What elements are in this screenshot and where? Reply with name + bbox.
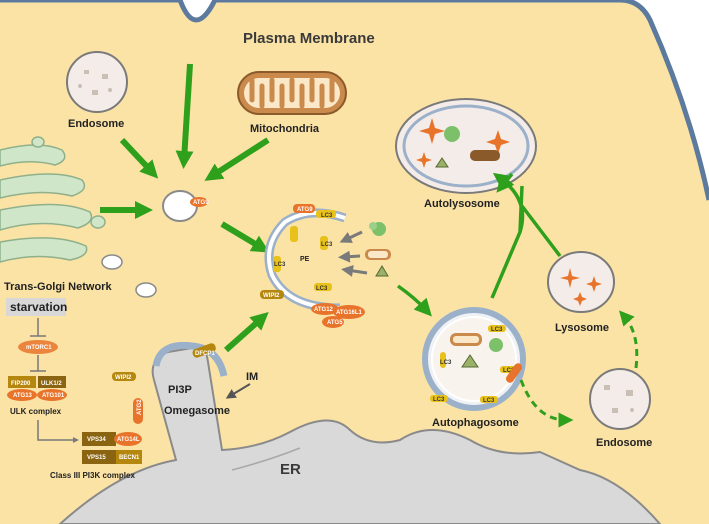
mtorc1-tag: mTORC1 xyxy=(26,345,52,351)
trans-golgi-label: Trans-Golgi Network xyxy=(4,281,112,293)
atg16l1-tag: ATG16L1 xyxy=(336,310,363,316)
starvation-box xyxy=(6,298,66,316)
golgi-stack xyxy=(0,136,106,263)
atg101-tag: ATG101 xyxy=(42,393,65,399)
autophagosome: LC3 LC3 LC3 LC3 LC3 xyxy=(422,307,526,411)
lc3-ap-tag-3: LC3 xyxy=(503,368,515,374)
becn1-tag: BECN1 xyxy=(119,455,140,461)
atg12-tag: ATG12 xyxy=(314,307,334,313)
cargo xyxy=(365,222,391,277)
class3-label: Class III PI3K complex xyxy=(50,471,135,480)
cargo-arrows xyxy=(338,230,368,277)
dfcp1-tag: DFCP1 xyxy=(195,351,215,357)
plasma-membrane-label: Plasma Membrane xyxy=(243,30,375,47)
wipi2-phago-tag: WIPI2 xyxy=(263,293,280,299)
lc3-ap-tag-5: LC3 xyxy=(483,398,495,404)
endosome-right-label: Endosome xyxy=(596,437,652,449)
atg13-tag: ATG13 xyxy=(13,393,33,399)
omegasome-membrane xyxy=(152,341,228,377)
atg9-tag: ATG9 xyxy=(193,200,209,206)
ulk-complex-label: ULK complex xyxy=(10,407,62,416)
fip200-tag: FIP200 xyxy=(11,381,31,387)
er-label: ER xyxy=(280,461,301,478)
lc3-tag-d: LC3 xyxy=(316,286,328,292)
pi3p-label: PI3P xyxy=(168,384,192,396)
pe-label: PE xyxy=(300,256,310,263)
autophagosome-label: Autophagosome xyxy=(432,417,519,429)
lysosome-label: Lysosome xyxy=(555,322,609,334)
small-vesicles xyxy=(101,254,157,298)
starvation-label: starvation xyxy=(10,300,67,314)
autolysosome xyxy=(395,98,537,194)
lc3-ap-tag-2: LC3 xyxy=(491,327,503,333)
endosome-top-label: Endosome xyxy=(68,118,124,130)
autolysosome-label: Autolysosome xyxy=(424,198,500,210)
lc3-tag-b: LC3 xyxy=(274,262,286,268)
atg9-vesicle: ATG9 xyxy=(162,190,209,222)
endoplasmic-reticulum xyxy=(58,346,662,524)
vps15-tag: VPS15 xyxy=(87,455,106,461)
wipi2-low-tag: WIPI2 xyxy=(115,375,132,381)
class3-pi3k-complex: VPS34 ATG14L VPS15 BECN1 xyxy=(82,432,142,464)
mitochondrion xyxy=(237,71,347,115)
lysosome-dashed-arrow xyxy=(619,310,639,369)
atg9-phago-tag: ATG9 xyxy=(297,207,313,213)
plasma-membrane xyxy=(177,0,709,201)
lc3-ap-tag-4: LC3 xyxy=(433,397,445,403)
phagophore: ATG9 LC3 LC3 LC3 LC3 PE WIPI2 ATG12 ATG1… xyxy=(260,204,365,328)
recruitment-arrows xyxy=(100,63,270,353)
lysosome xyxy=(547,251,615,313)
vps34-tag: VPS34 xyxy=(87,437,106,443)
endosome-top xyxy=(66,51,128,113)
atg14l-tag: ATG14L xyxy=(117,437,140,443)
im-label: IM xyxy=(246,371,258,383)
lc3-tag-a: LC3 xyxy=(321,213,333,219)
ulk-complex: FIP200 ULK1/2 ATG13 ATG101 xyxy=(7,376,67,401)
ulk12-tag: ULK1/2 xyxy=(41,381,62,387)
omegasome-label: Omegasome xyxy=(164,405,230,417)
endosome-right xyxy=(589,368,651,430)
atg2-tag: ATG2 xyxy=(137,399,143,415)
im-arrow xyxy=(225,383,251,399)
lc3-ap-tag-1: LC3 xyxy=(440,360,452,366)
atg5-tag: ATG5 xyxy=(327,320,343,326)
mitochondria-label: Mitochondria xyxy=(250,123,320,135)
lc3-tag-c: LC3 xyxy=(321,242,333,248)
maturation-arrow xyxy=(396,284,432,317)
